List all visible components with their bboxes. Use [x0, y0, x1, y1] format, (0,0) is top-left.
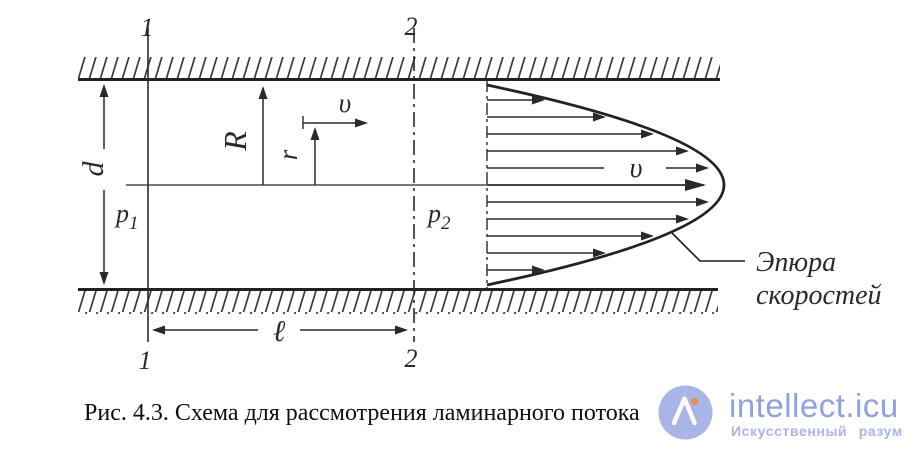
profile-caption-line1: Эпюра	[756, 247, 836, 278]
diameter-dimension: d	[77, 84, 110, 285]
length-dimension: ℓ	[152, 315, 408, 348]
section-1-top-label: 1	[141, 13, 154, 42]
velocity-profile: υ	[486, 80, 726, 290]
diameter-label: d	[77, 161, 110, 177]
figure-caption: Рис. 4.3. Схема для рассмотрения ламинар…	[84, 400, 640, 426]
profile-velocity-label: υ	[630, 153, 643, 184]
radius-R-arrow: R	[217, 86, 268, 185]
radius-r-label: r	[273, 149, 303, 160]
section-line-2: 2 2	[405, 12, 418, 373]
pipe-bottom-wall	[78, 288, 718, 314]
section-1-bottom-label: 1	[139, 346, 152, 375]
profile-caption-line2: скоростей	[756, 280, 882, 311]
section-2-bottom-label: 2	[405, 344, 418, 373]
radius-r-arrow: r	[273, 127, 320, 185]
pressure-p2-label: p2	[426, 199, 451, 234]
pipe-top-wall	[78, 57, 720, 81]
pressure-p1-label: p1	[114, 199, 139, 234]
leader-line	[671, 232, 745, 262]
profile-caption: Эпюра скоростей	[671, 232, 882, 311]
profile-arrows	[487, 95, 709, 275]
radius-R-label: R	[217, 131, 253, 152]
section-2-top-label: 2	[405, 12, 418, 41]
length-label: ℓ	[273, 315, 286, 348]
local-velocity-label: υ	[339, 88, 351, 118]
local-velocity-arrow: υ	[302, 88, 368, 129]
